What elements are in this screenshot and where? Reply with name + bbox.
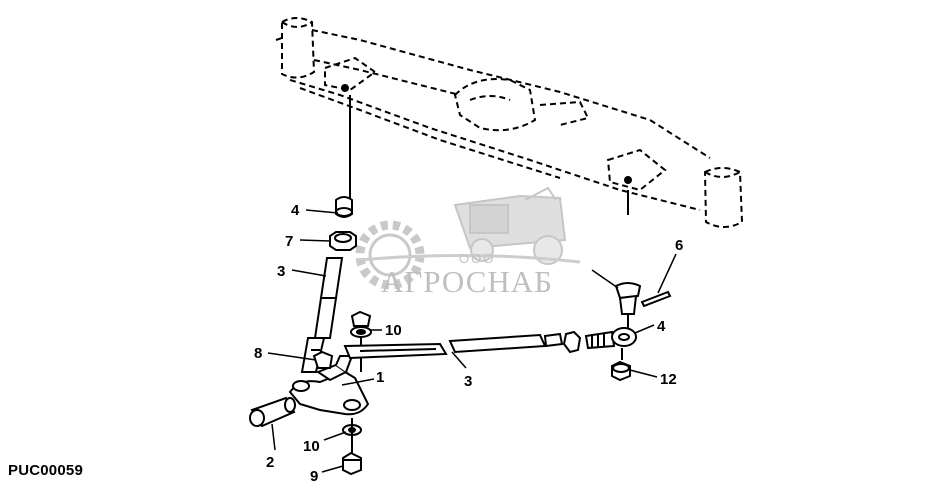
watermark-prefix: ООО <box>459 251 495 266</box>
callout-labels: 4 7 3 10 8 1 2 10 9 3 6 4 12 <box>254 202 683 485</box>
callout-3-left: 3 <box>277 263 285 280</box>
front-axle-outline <box>275 17 744 228</box>
axle-leader-lines <box>341 84 632 215</box>
callout-12: 12 <box>660 371 677 388</box>
callout-2: 2 <box>266 454 274 471</box>
callout-4-right: 4 <box>657 318 666 335</box>
steering-arm-bracket <box>249 350 370 428</box>
callout-7: 7 <box>285 233 293 250</box>
callout-6: 6 <box>675 237 683 254</box>
callout-3-mid: 3 <box>464 373 472 390</box>
callout-9: 9 <box>310 468 318 485</box>
tie-rod-horizontal <box>343 327 637 360</box>
watermark: ООО АГРОСНАБ <box>355 186 581 299</box>
callout-8: 8 <box>254 345 262 362</box>
watermark-brand: АГРОСНАБ <box>381 264 553 299</box>
callout-leaders <box>267 209 677 473</box>
callout-10-top: 10 <box>385 322 402 339</box>
fasteners-right <box>611 282 672 382</box>
callout-4-top: 4 <box>291 202 300 219</box>
fasteners-lower <box>342 310 372 476</box>
callout-1: 1 <box>376 369 384 386</box>
figure-id: PUC00059 <box>8 462 83 479</box>
drag-link-vertical <box>300 196 357 373</box>
callout-10-bottom: 10 <box>303 438 320 455</box>
